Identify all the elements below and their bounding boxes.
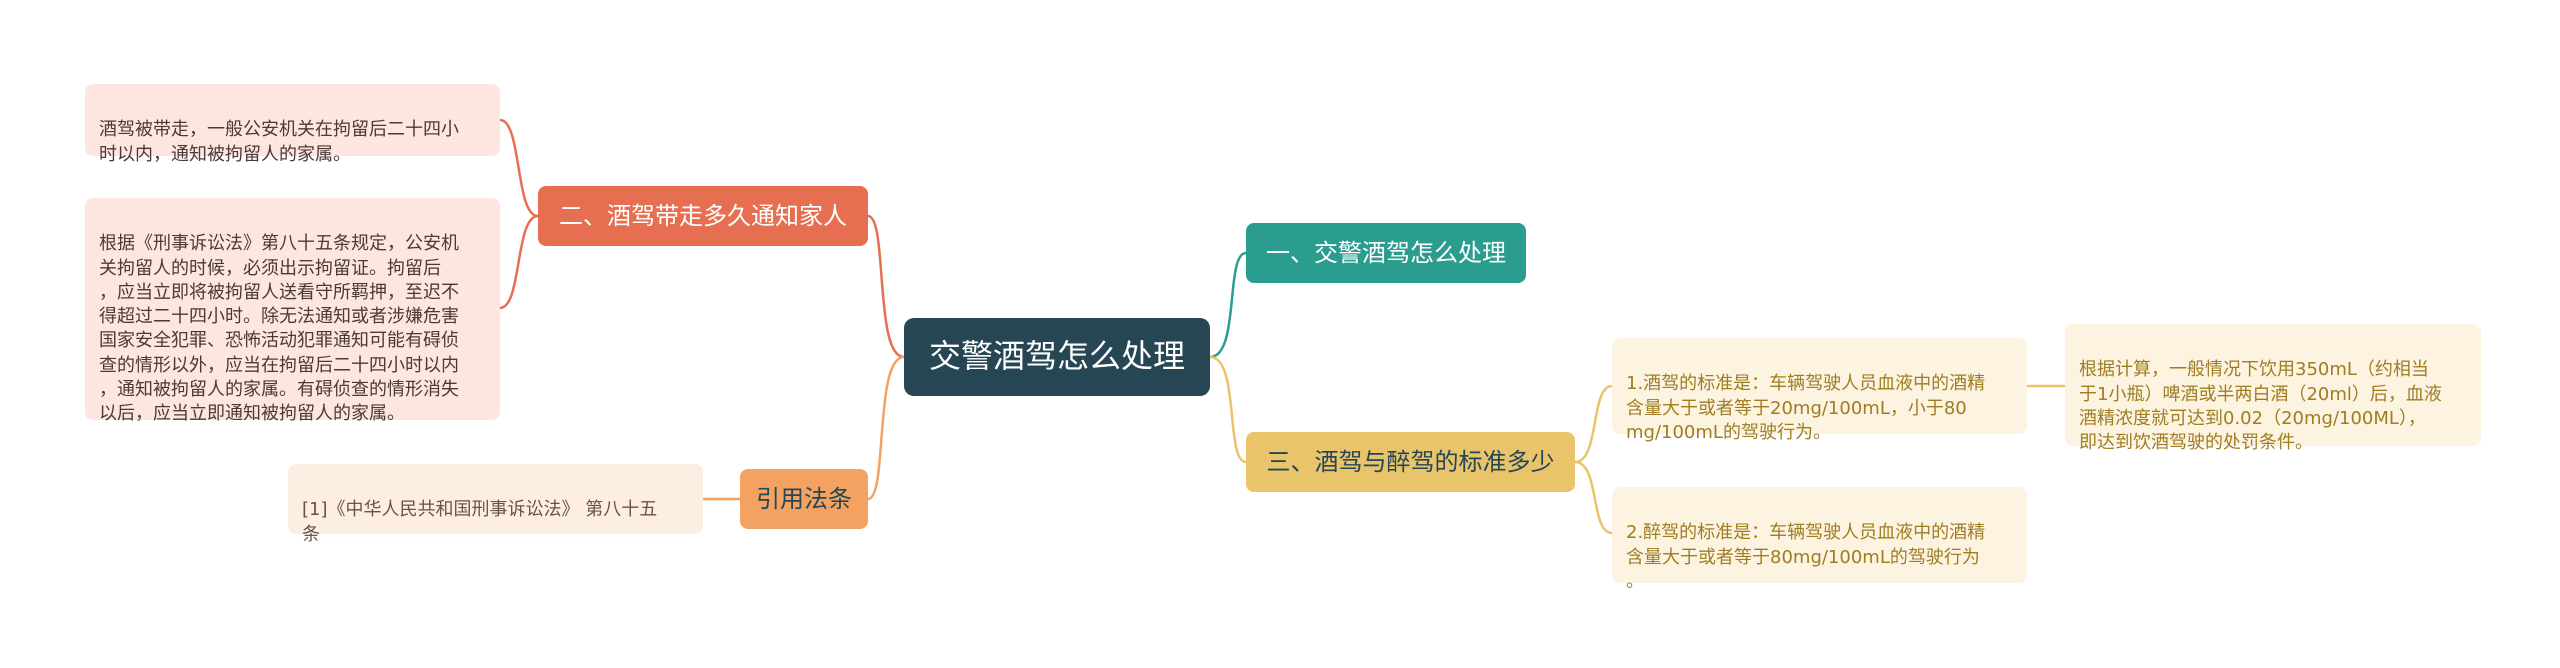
link-root-b4 — [867, 355, 905, 501]
link-root-b3 — [1209, 355, 1247, 464]
link-b3-leaf2 — [1574, 460, 1613, 535]
root-topic[interactable]: 交警酒驾怎么处理 — [904, 318, 1210, 396]
root-topic-label: 交警酒驾怎么处理 — [928, 337, 1185, 376]
link-root-b1 — [1209, 251, 1247, 359]
leaf-law-reference-text: [1]《中华人民共和国刑事诉讼法》 第八十五 条 — [302, 499, 658, 545]
leaf-law-reference[interactable]: [1]《中华人民共和国刑事诉讼法》 第八十五 条 — [288, 464, 703, 545]
leaf-drunk-driving-standard-text: 2.醉驾的标准是：车辆驾驶人员血液中的酒精 含量大于或者等于80mg/100mL… — [1626, 522, 1986, 592]
branch-how-police-handle[interactable]: 一、交警酒驾怎么处理 — [1246, 223, 1526, 283]
link-b2-leaf2 — [499, 214, 539, 310]
branch-drunk-driving-standards-label: 三、酒驾与醉驾的标准多少 — [1266, 447, 1555, 476]
leaf-criminal-procedure-article[interactable]: 根据《刑事诉讼法》第八十五条规定，公安机 关拘留人的时候，必须出示拘留证。拘留后… — [85, 198, 500, 424]
leaf-criminal-procedure-article-text: 根据《刑事诉讼法》第八十五条规定，公安机 关拘留人的时候，必须出示拘留证。拘留后… — [99, 233, 459, 425]
branch-notify-family[interactable]: 二、酒驾带走多久通知家人 — [538, 186, 868, 246]
leaf-notify-within-24h[interactable]: 酒驾被带走，一般公安机关在拘留后二十四小 时以内，通知被拘留人的家属。 — [85, 84, 500, 165]
leaf-drink-driving-standard[interactable]: 1.酒驾的标准是：车辆驾驶人员血液中的酒精 含量大于或者等于20mg/100mL… — [1612, 338, 2027, 443]
branch-cited-law[interactable]: 引用法条 — [740, 469, 868, 529]
leaf-calculation-note[interactable]: 根据计算，一般情况下饮用350mL（约相当 于1小瓶）啤酒或半两白酒（20ml）… — [2065, 324, 2481, 453]
leaf-notify-within-24h-text: 酒驾被带走，一般公安机关在拘留后二十四小 时以内，通知被拘留人的家属。 — [99, 119, 459, 165]
leaf-calculation-note-text: 根据计算，一般情况下饮用350mL（约相当 于1小瓶）啤酒或半两白酒（20ml）… — [2079, 359, 2442, 454]
leaf-drunk-driving-standard[interactable]: 2.醉驾的标准是：车辆驾驶人员血液中的酒精 含量大于或者等于80mg/100mL… — [1612, 487, 2027, 592]
branch-cited-law-label: 引用法条 — [756, 484, 852, 513]
branch-notify-family-label: 二、酒驾带走多久通知家人 — [559, 201, 847, 230]
branch-drunk-driving-standards[interactable]: 三、酒驾与醉驾的标准多少 — [1246, 432, 1575, 492]
link-b2-leaf1 — [499, 118, 539, 218]
link-b3-leaf1 — [1574, 384, 1613, 464]
branch-how-police-handle-label: 一、交警酒驾怎么处理 — [1266, 238, 1506, 267]
leaf-drink-driving-standard-text: 1.酒驾的标准是：车辆驾驶人员血液中的酒精 含量大于或者等于20mg/100mL… — [1626, 373, 1986, 443]
link-root-b2 — [867, 214, 905, 359]
